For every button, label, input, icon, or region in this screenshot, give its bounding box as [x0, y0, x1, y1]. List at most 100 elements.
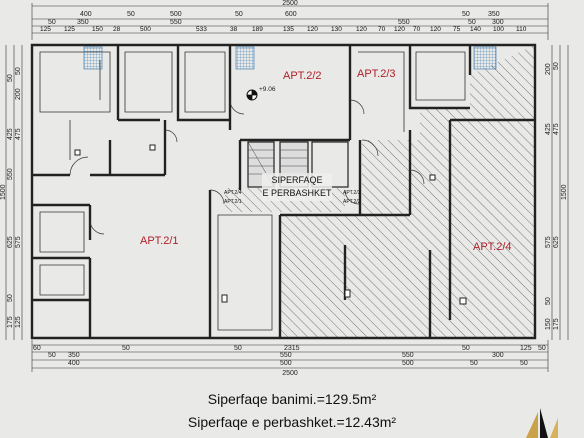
bottom-dim-row2: 50 350 550 550 300: [48, 352, 504, 359]
top-total-dim: 2500: [282, 0, 298, 7]
dim-label: 125: [64, 26, 75, 33]
common-label-bg: [262, 173, 332, 201]
top-dim-row3: 125 125 150 28 500 533 38 189 135 120 13…: [40, 26, 527, 33]
dim-label: 125: [15, 316, 22, 328]
apt-2-4-hatched-area: [280, 45, 535, 338]
dim-label: 625: [553, 236, 560, 248]
right-dimension-lines: [551, 45, 569, 340]
apt-2-1-label: APT.2/1: [140, 235, 179, 247]
apt-2-4-label: APT.2/4: [473, 241, 512, 253]
dim-label: 625: [7, 236, 14, 248]
dim-label: 175: [553, 318, 560, 330]
dim-label: 50: [15, 67, 22, 75]
right-dims: 50 200 425 475 1500 575 625 50 150 175: [545, 62, 568, 330]
dim-label: 50: [470, 360, 478, 367]
dim-label: 125: [520, 345, 532, 352]
dim-label: 50: [462, 11, 470, 18]
top-dim-row2: 50 350 550 550 50 300: [48, 19, 504, 26]
dim-label: 200: [545, 63, 552, 75]
dim-label: 50: [235, 11, 243, 18]
apt-2-2-label: APT.2/2: [283, 70, 322, 82]
dim-label: 100: [493, 26, 504, 33]
dim-label: 300: [492, 352, 504, 359]
dim-label: 575: [15, 236, 22, 248]
dim-label: 550: [398, 19, 410, 26]
dim-label: 425: [7, 128, 14, 140]
level-label: +9.06: [259, 86, 276, 93]
left-dims: 50 50 200 475 425 1500 550 625 575 50 17…: [0, 67, 22, 328]
dim-label: 28: [113, 26, 121, 33]
dim-label: 50: [234, 345, 242, 352]
dim-label: 50: [122, 345, 130, 352]
common-area-label-line2: E PERBASHKET: [262, 188, 332, 198]
bottom-total-dim: 2500: [282, 370, 298, 377]
dim-label: 50: [7, 294, 14, 302]
dim-label: 475: [553, 123, 560, 135]
dim-label: 60: [33, 345, 41, 352]
dim-label: 600: [285, 11, 297, 18]
dim-label: 500: [280, 360, 292, 367]
dim-label: 120: [356, 26, 367, 33]
dim-label: 50: [538, 345, 546, 352]
common-area-label-line1: SIPERFAQE: [271, 175, 322, 185]
dim-label: 400: [68, 360, 80, 367]
dim-label: 50: [545, 297, 552, 305]
dim-label: 50: [127, 11, 135, 18]
interior-walls: [32, 45, 535, 338]
dim-label: 70: [413, 26, 421, 33]
living-area-text: Siperfaqe banimi.=129.5m²: [207, 391, 377, 407]
dim-label: 110: [516, 26, 527, 33]
dim-label: 50: [553, 62, 560, 70]
dim-label: 500: [140, 26, 151, 33]
dim-label: 140: [470, 26, 481, 33]
dim-label: 2315: [284, 345, 300, 352]
left-dimension-lines: [5, 45, 23, 340]
shaft: [235, 46, 255, 70]
dim-label: 200: [15, 88, 22, 100]
dim-label: 38: [230, 26, 238, 33]
dim-label: 75: [453, 26, 461, 33]
dim-label: 150: [92, 26, 103, 33]
dim-label: 189: [252, 26, 263, 33]
dim-label: 120: [394, 26, 405, 33]
dim-label: 575: [545, 236, 552, 248]
bottom-dim-row3: 400 500 500 50 50: [68, 360, 528, 367]
dim-label: 500: [402, 360, 414, 367]
top-dimension-lines: [31, 3, 549, 40]
dim-label: 150: [545, 318, 552, 330]
columns: [74, 144, 467, 305]
dim-label: 533: [196, 26, 207, 33]
dim-label: 120: [307, 26, 318, 33]
dim-label: 350: [77, 19, 89, 26]
door-tag: APT.2/3: [343, 190, 361, 196]
dim-label: 50: [7, 74, 14, 82]
dim-label: 550: [280, 352, 292, 359]
door-tag: APT.2/1: [224, 199, 242, 205]
dim-label: 400: [80, 11, 92, 18]
dim-label: 350: [68, 352, 80, 359]
shaft: [473, 46, 497, 70]
dim-label: 135: [283, 26, 294, 33]
dim-label: 475: [15, 128, 22, 140]
dim-label: 130: [331, 26, 342, 33]
dim-label: 50: [48, 352, 56, 359]
dim-label: 300: [492, 19, 504, 26]
top-dim-row1: 400 50 500 50 600 50 350: [80, 11, 500, 18]
dim-label: 1500: [561, 184, 568, 200]
dim-label: 175: [7, 316, 14, 328]
dim-label: 500: [170, 11, 182, 18]
dim-label: 120: [430, 26, 441, 33]
dim-label: 550: [402, 352, 414, 359]
bottom-dimension-lines: [31, 340, 549, 372]
common-area-text: Siperfaqe e perbashket.=12.43m²: [187, 414, 397, 430]
fine-lines: [39, 51, 466, 331]
dim-label: 50: [48, 19, 56, 26]
door-tag: APT.2/2: [343, 199, 361, 205]
doors: [69, 99, 425, 235]
shaft: [83, 46, 103, 70]
dim-label: 50: [462, 345, 470, 352]
bottom-dim-row1: 60 50 50 2315 50 125 50: [33, 345, 546, 352]
apt-2-3-label: APT.2/3: [357, 68, 396, 80]
dim-label: 50: [520, 360, 528, 367]
